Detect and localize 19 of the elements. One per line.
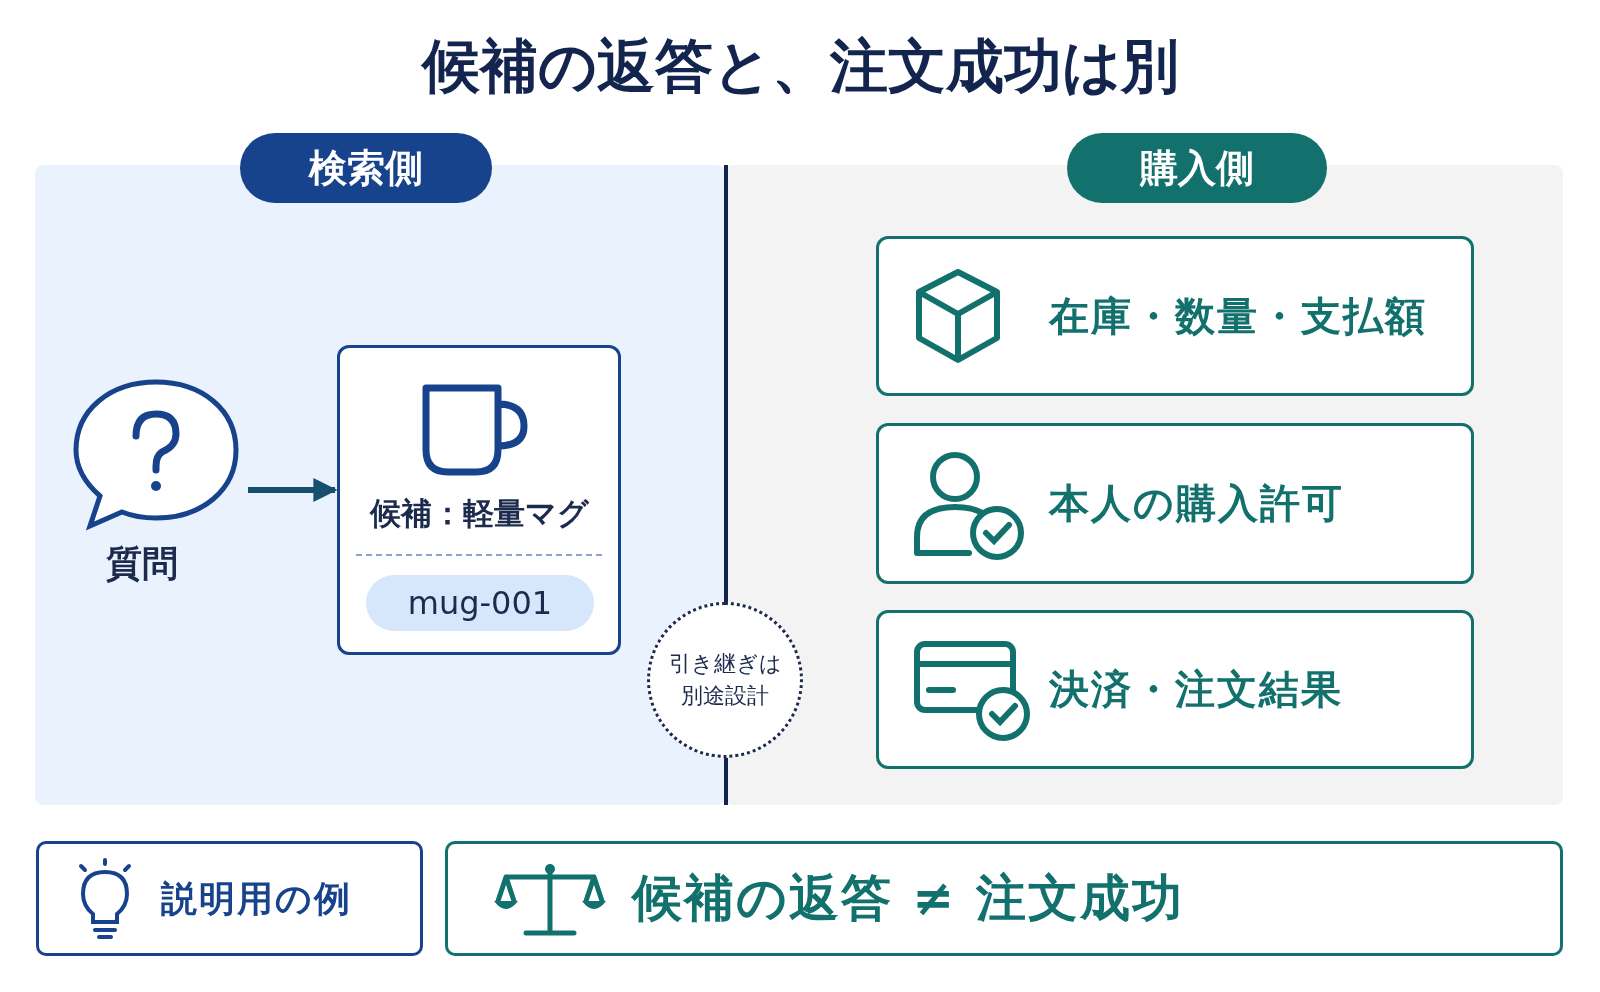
summary-text: 候補の返答 ≠ 注文成功: [632, 868, 1184, 929]
checklist-card: [876, 423, 1474, 584]
item-label: 在庫・数量・支払額: [1049, 292, 1427, 341]
item-label: 本人の購入許可: [1049, 479, 1344, 528]
panel-heading: 検索側: [240, 133, 492, 203]
id-tag: mug-001: [366, 575, 594, 631]
title: 候補の返答と、注文成功は別: [419, 31, 1180, 102]
handoff-note: 引き継ぎは別途設計: [667, 650, 783, 710]
question-label: 質問: [106, 542, 178, 586]
checklist-card: [876, 236, 1474, 396]
summary-card: [445, 841, 1563, 956]
checklist-card: [876, 610, 1474, 769]
candidate-card: [337, 345, 621, 655]
note-card: [36, 841, 423, 956]
arrow: [248, 478, 338, 502]
note-label: 説明用の例: [161, 877, 352, 921]
item-label: 決済・注文結果: [1049, 665, 1343, 714]
panel-heading: 購入側: [1067, 133, 1327, 203]
candidate-label: 候補：軽量マグ: [368, 494, 590, 533]
